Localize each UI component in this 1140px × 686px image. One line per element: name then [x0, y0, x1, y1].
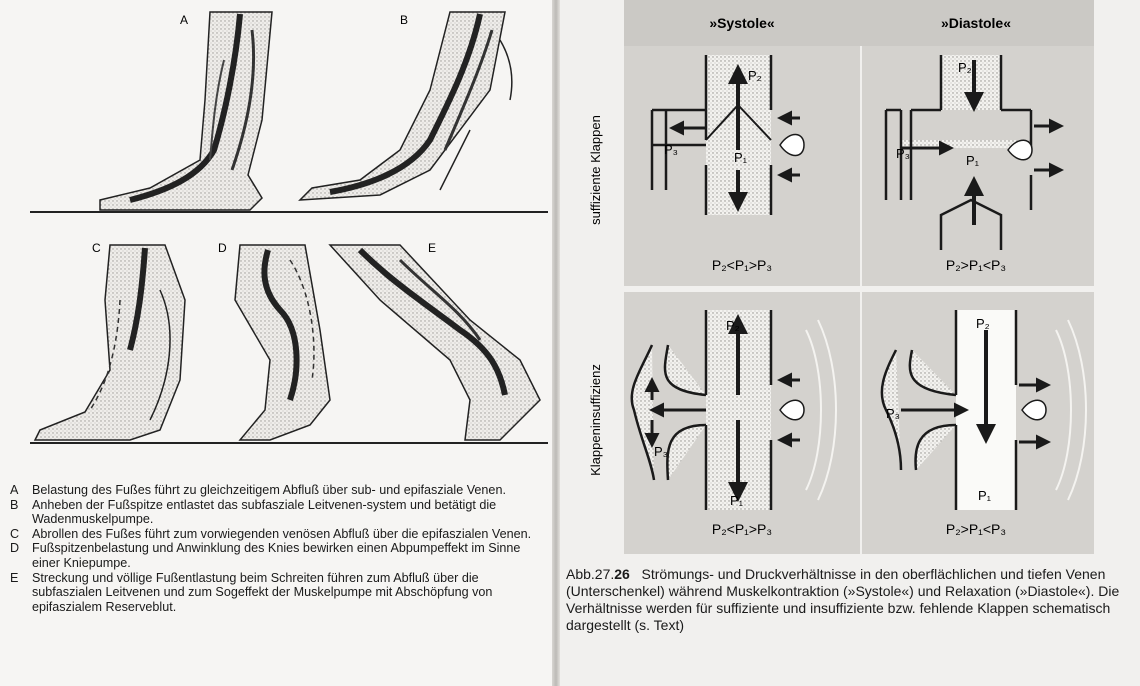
equation-insuff-diastole: P₂>P₁<P₃: [946, 521, 1006, 537]
legend-key: B: [10, 498, 32, 527]
label-p1: P₁: [734, 150, 748, 165]
row-label-suffizient: suffiziente Klappen: [588, 115, 603, 225]
label-p1: P₁: [966, 153, 980, 168]
panel-label-b: B: [400, 13, 408, 27]
vein-schematic: »Systole« »Diastole« suffiziente Klappen…: [556, 0, 1140, 560]
header-band: [624, 0, 1094, 46]
legend-text: Streckung und völlige Fußentlastung beim…: [32, 571, 550, 615]
row-label-insuffizienz: Klappeninsuffizienz: [588, 364, 603, 476]
label-p3: P₃: [886, 406, 900, 421]
legend-key: C: [10, 527, 32, 542]
equation-suff-diastole: P₂>P₁<P₃: [946, 257, 1006, 273]
panel-label-a: A: [180, 13, 188, 27]
legend-key: D: [10, 541, 32, 570]
leg-d: [235, 245, 330, 440]
leg-e: [330, 245, 540, 440]
panel-label-e: E: [428, 241, 436, 255]
label-p3: P₃: [664, 142, 678, 157]
leg-b: [300, 12, 512, 200]
label-p2: P₂: [976, 316, 990, 331]
leg-illustration: A B C D E: [0, 0, 556, 470]
label-p2: P₂: [726, 318, 740, 333]
label-p2: P₂: [958, 60, 972, 75]
legend-text: Belastung des Fußes führt zu gleichzeiti…: [32, 483, 550, 498]
caption-number: 26: [614, 566, 630, 582]
col-header-diastole: »Diastole«: [941, 15, 1011, 31]
leg-a: [100, 12, 272, 210]
legend-text: Abrollen des Fußes führt zum vorwiegende…: [32, 527, 550, 542]
label-p1: P₁: [730, 493, 744, 508]
leg-c: [35, 245, 185, 440]
legend-text: Anheben der Fußspitze entlastet das subf…: [32, 498, 550, 527]
equation-insuff-systole: P₂<P₁>P₃: [712, 521, 772, 537]
label-p3: P₃: [654, 444, 668, 459]
panel-label-c: C: [92, 241, 101, 255]
legend-text: Fußspitzenbelastung und Anwinklung des K…: [32, 541, 550, 570]
caption-text: Strömungs- und Druckverhältnisse in den …: [566, 566, 1119, 633]
label-p2: P₂: [748, 68, 762, 83]
equation-suff-systole: P₂<P₁>P₃: [712, 257, 772, 273]
panel-label-d: D: [218, 241, 227, 255]
caption-label: Abb.27.: [566, 566, 614, 582]
legend-key: E: [10, 571, 32, 615]
label-p1: P₁: [978, 488, 992, 503]
label-p3: P₃: [896, 146, 910, 161]
legend-key: A: [10, 483, 32, 498]
figure-caption: Abb.27.26 Strömungs- und Druckverhältnis…: [566, 566, 1132, 634]
col-header-systole: »Systole«: [709, 15, 775, 31]
